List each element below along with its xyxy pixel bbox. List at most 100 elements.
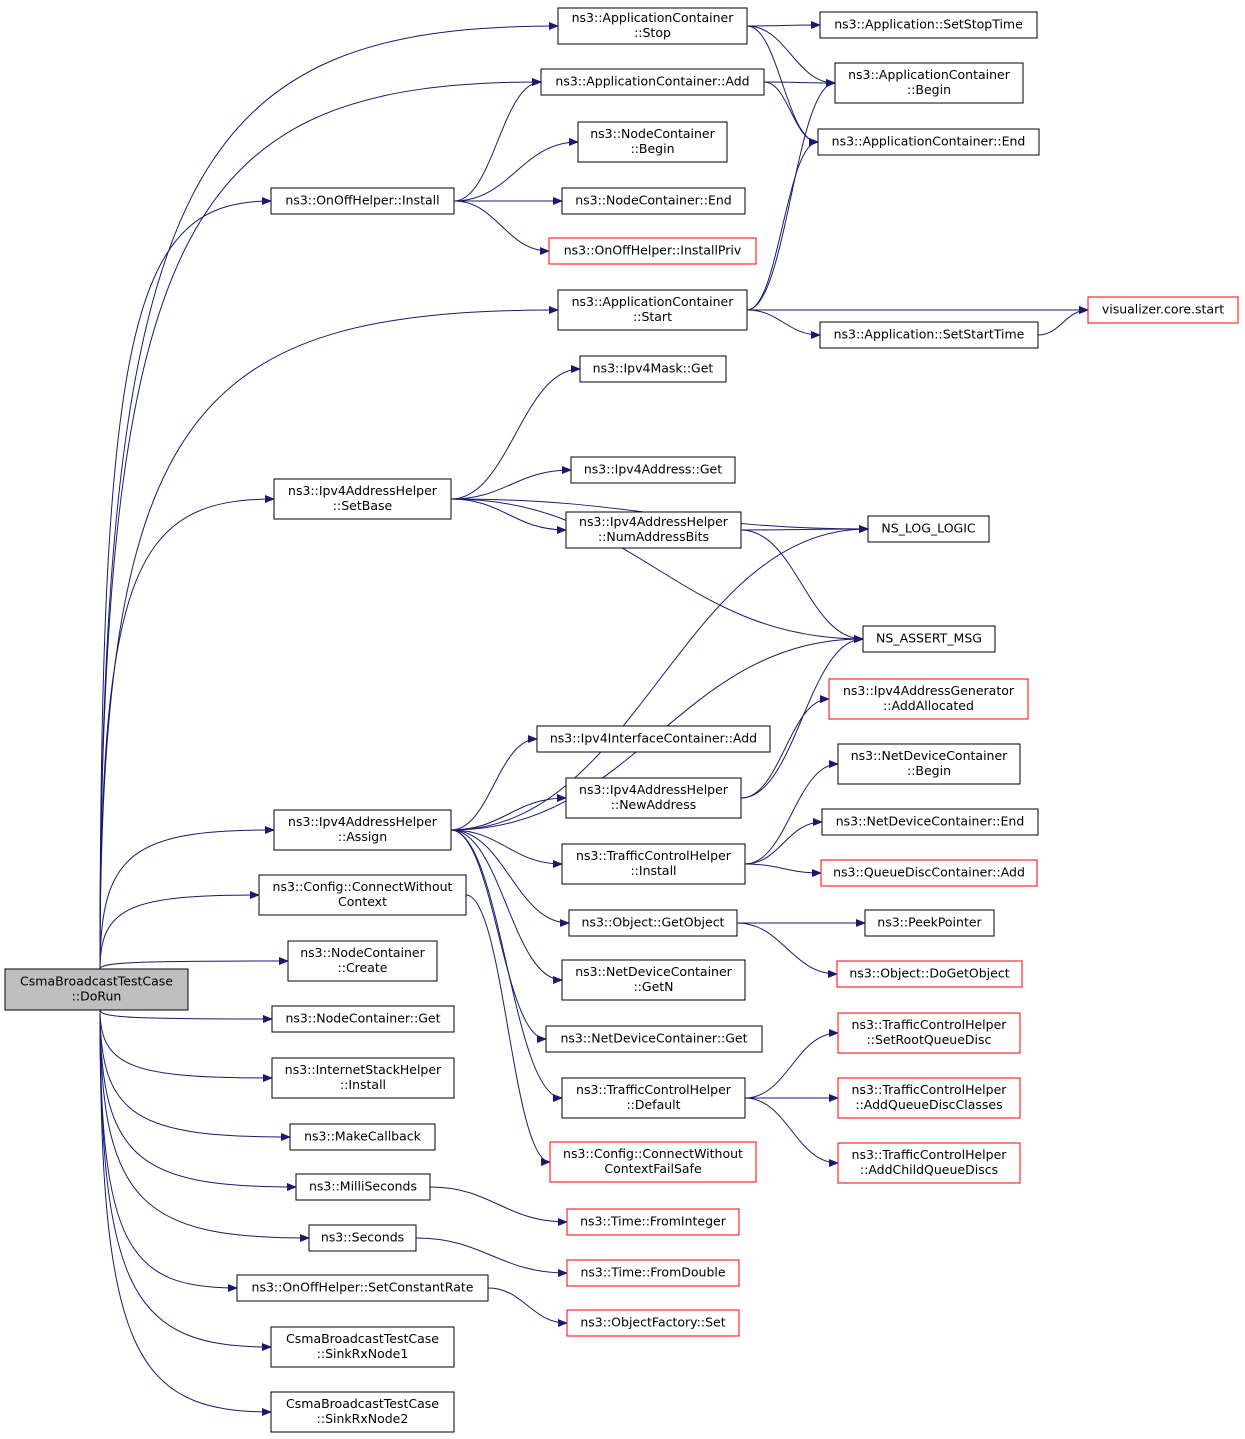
- node-nc_end[interactable]: ns3::NodeContainer::End: [561, 187, 746, 215]
- node-box: [828, 678, 1029, 720]
- node-sinkrx2[interactable]: CsmaBroadcastTestCase::SinkRxNode2: [270, 1391, 455, 1433]
- node-config_connect_fs[interactable]: ns3::Config::ConnectWithoutContextFailSa…: [549, 1141, 757, 1183]
- node-app_start[interactable]: ns3::ApplicationContainer::Start: [557, 289, 748, 331]
- node-nc_create[interactable]: ns3::NodeContainer::Create: [287, 940, 438, 982]
- node-box: [561, 959, 746, 1001]
- node-label: ns3::NetDeviceContainer::End: [836, 814, 1025, 829]
- node-newaddress[interactable]: ns3::Ipv4AddressHelper::NewAddress: [565, 777, 742, 819]
- node-tch_setroot[interactable]: ns3::TrafficControlHelper::SetRootQueueD…: [837, 1012, 1021, 1054]
- node-tch_install[interactable]: ns3::TrafficControlHelper::Install: [561, 843, 746, 885]
- edge-assign-to-ifc_add: [450, 735, 538, 831]
- edge-assign-to-tch_install: [450, 829, 563, 868]
- node-label: ns3::Ipv4InterfaceContainer::Add: [550, 731, 757, 746]
- node-app_end[interactable]: ns3::ApplicationContainer::End: [817, 128, 1040, 156]
- node-label: ns3::TrafficControlHelper: [852, 1017, 1008, 1032]
- node-label: ::Create: [338, 960, 388, 975]
- edge-app_stop-to-app_end: [746, 25, 819, 146]
- node-label: ns3::NodeContainer::End: [575, 193, 731, 208]
- edge-tch_default-to-tch_addchild: [744, 1097, 839, 1167]
- node-label: ns3::NodeContainer::Get: [286, 1011, 441, 1026]
- edge-root-to-sinkrx1: [99, 1009, 272, 1351]
- node-label: ns3::MilliSeconds: [309, 1179, 417, 1194]
- node-label: ::Start: [633, 309, 672, 324]
- node-box: [4, 968, 189, 1011]
- node-box: [837, 743, 1021, 785]
- node-app_setstarttime[interactable]: ns3::Application::SetStartTime: [819, 321, 1039, 349]
- node-label: NS_ASSERT_MSG: [876, 631, 982, 646]
- edge-newaddress-to-addrgen_alloc: [740, 695, 830, 799]
- node-assign[interactable]: ns3::Ipv4AddressHelper::Assign: [273, 809, 452, 851]
- node-nc_get[interactable]: ns3::NodeContainer::Get: [271, 1005, 455, 1033]
- node-ndc_end[interactable]: ns3::NetDeviceContainer::End: [821, 808, 1039, 836]
- node-ndc_begin[interactable]: ns3::NetDeviceContainer::Begin: [837, 743, 1021, 785]
- node-tch_default[interactable]: ns3::TrafficControlHelper::Default: [561, 1077, 746, 1119]
- node-makecallback[interactable]: ns3::MakeCallback: [289, 1123, 436, 1151]
- node-label: ::GetN: [633, 979, 673, 994]
- node-milliseconds[interactable]: ns3::MilliSeconds: [295, 1173, 431, 1201]
- node-label: ns3::TrafficControlHelper: [576, 848, 732, 863]
- node-root[interactable]: CsmaBroadcastTestCase::DoRun: [4, 968, 189, 1011]
- node-label: ::SetRootQueueDisc: [867, 1032, 992, 1047]
- edge-root-to-makecallback: [99, 1009, 291, 1141]
- node-numaddrbits[interactable]: ns3::Ipv4AddressHelper::NumAddressBits: [565, 511, 742, 549]
- edge-app_setstarttime-to-viz_start: [1037, 306, 1089, 336]
- node-viz_start[interactable]: visualizer.core.start: [1087, 296, 1239, 324]
- node-ns_assert_msg[interactable]: NS_ASSERT_MSG: [862, 625, 996, 653]
- node-label: ns3::ApplicationContainer::Add: [555, 74, 749, 89]
- node-addr_get[interactable]: ns3::Ipv4Address::Get: [570, 456, 736, 484]
- node-onoff_install[interactable]: ns3::OnOffHelper::Install: [270, 187, 455, 215]
- node-qdc_add[interactable]: ns3::QueueDiscContainer::Add: [820, 859, 1038, 887]
- edge-root-to-onoff_install: [99, 197, 272, 970]
- node-label: ::Begin: [907, 763, 951, 778]
- node-ns_log_logic[interactable]: NS_LOG_LOGIC: [867, 515, 990, 543]
- node-nc_begin[interactable]: ns3::NodeContainer::Begin: [577, 121, 728, 163]
- node-box: [577, 121, 728, 163]
- edge-app_add-to-app_end: [763, 81, 819, 146]
- node-app_setstoptime[interactable]: ns3::Application::SetStopTime: [819, 11, 1038, 39]
- node-app_stop[interactable]: ns3::ApplicationContainer::Stop: [557, 7, 748, 45]
- node-label: visualizer.core.start: [1102, 302, 1224, 317]
- node-ndc_getn[interactable]: ns3::NetDeviceContainer::GetN: [561, 959, 746, 1001]
- node-label: ::Begin: [907, 82, 951, 97]
- node-tch_addqdc[interactable]: ns3::TrafficControlHelper::AddQueueDiscC…: [837, 1077, 1021, 1119]
- node-box: [837, 1077, 1021, 1119]
- node-ndc_get[interactable]: ns3::NetDeviceContainer::Get: [545, 1025, 763, 1053]
- node-time_fromdouble[interactable]: ns3::Time::FromDouble: [566, 1259, 740, 1287]
- node-seconds[interactable]: ns3::Seconds: [308, 1224, 417, 1252]
- node-label: Context: [338, 894, 387, 909]
- node-ifc_add[interactable]: ns3::Ipv4InterfaceContainer::Add: [536, 725, 771, 753]
- node-peekpointer[interactable]: ns3::PeekPointer: [864, 909, 995, 937]
- node-setbase[interactable]: ns3::Ipv4AddressHelper::SetBase: [273, 478, 452, 520]
- node-box: [548, 237, 757, 265]
- node-ish_install[interactable]: ns3::InternetStackHelper::Install: [271, 1057, 455, 1099]
- node-label: ::AddAllocated: [883, 698, 974, 713]
- node-onoff_installpriv[interactable]: ns3::OnOffHelper::InstallPriv: [548, 237, 757, 265]
- node-box: [566, 1208, 740, 1236]
- node-box: [837, 1012, 1021, 1054]
- node-obj_dogetobject[interactable]: ns3::Object::DoGetObject: [836, 960, 1023, 988]
- node-app_begin[interactable]: ns3::ApplicationContainer::Begin: [834, 62, 1024, 104]
- node-sinkrx1[interactable]: CsmaBroadcastTestCase::SinkRxNode1: [270, 1326, 455, 1368]
- node-label: ns3::Ipv4Mask::Get: [593, 361, 714, 376]
- node-box: [819, 321, 1039, 349]
- node-addrgen_alloc[interactable]: ns3::Ipv4AddressGenerator::AddAllocated: [828, 678, 1029, 720]
- node-objfactory_set[interactable]: ns3::ObjectFactory::Set: [566, 1309, 740, 1337]
- node-mask_get[interactable]: ns3::Ipv4Mask::Get: [579, 355, 727, 383]
- node-label: ns3::ObjectFactory::Set: [580, 1315, 725, 1330]
- node-label: ns3::MakeCallback: [304, 1129, 422, 1144]
- node-obj_getobject[interactable]: ns3::Object::GetObject: [568, 909, 738, 937]
- node-box: [565, 511, 742, 549]
- node-tch_addchild[interactable]: ns3::TrafficControlHelper::AddChildQueue…: [837, 1142, 1021, 1184]
- edge-root-to-app_start: [99, 306, 559, 970]
- node-setconstantrate[interactable]: ns3::OnOffHelper::SetConstantRate: [236, 1274, 489, 1302]
- node-box: [273, 478, 452, 520]
- node-label: ns3::Seconds: [321, 1230, 404, 1245]
- node-label: ::SinkRxNode2: [317, 1411, 409, 1426]
- node-time_frominteger[interactable]: ns3::Time::FromInteger: [566, 1208, 740, 1236]
- node-app_add[interactable]: ns3::ApplicationContainer::Add: [540, 68, 765, 96]
- edge-numaddrbits-to-ns_log_logic: [740, 525, 869, 534]
- edge-root-to-nc_get: [99, 1009, 273, 1023]
- node-box: [836, 960, 1023, 988]
